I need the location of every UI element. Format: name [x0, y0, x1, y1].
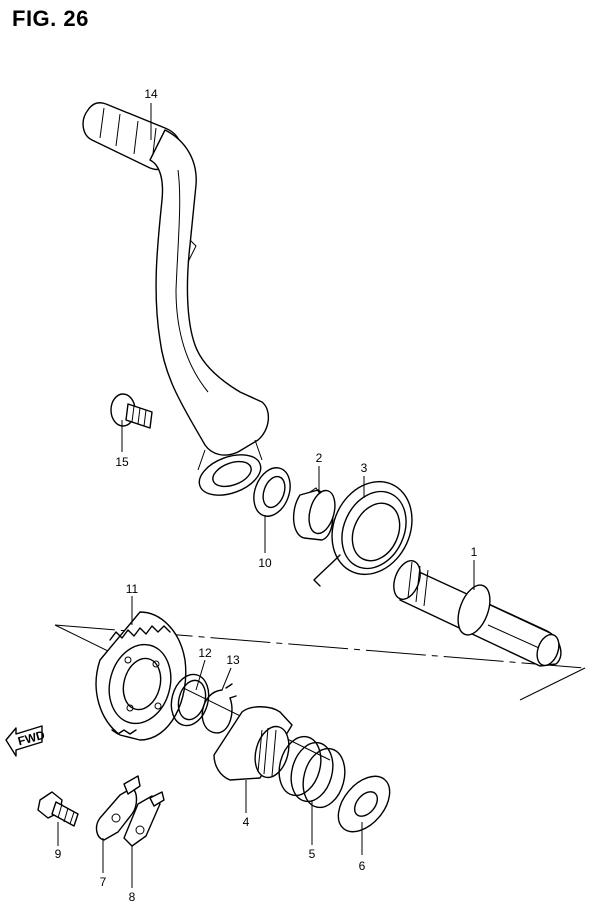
return-spring	[313, 480, 413, 587]
callout-8: 8	[129, 890, 136, 904]
leader-lines	[57, 103, 475, 888]
callout-4: 4	[243, 815, 250, 829]
kick-starter-lever	[82, 102, 269, 496]
forward-direction-indicator: FWD	[5, 725, 47, 757]
callout-13: 13	[226, 653, 240, 667]
callout-3: 3	[361, 461, 368, 475]
kick-driven-boss	[213, 706, 293, 781]
part-callouts: 14 15 2 3 1 10 11 12 13 4 5 6 9 7 8	[55, 87, 478, 904]
kick-gear	[95, 611, 187, 741]
callout-9: 9	[55, 847, 62, 861]
drive-spring	[278, 735, 346, 809]
lever-bolt	[110, 393, 153, 429]
thrust-washer	[337, 775, 391, 833]
callout-14: 14	[144, 87, 158, 101]
callout-7: 7	[100, 875, 107, 889]
guide-plate	[95, 775, 141, 841]
callout-10: 10	[258, 556, 272, 570]
circlip	[201, 683, 237, 734]
bearing-ring	[253, 467, 291, 517]
callout-6: 6	[359, 859, 366, 873]
spring-guide	[293, 487, 336, 541]
figure-title: FIG. 26	[12, 6, 89, 31]
callout-2: 2	[316, 451, 323, 465]
guide-bolt	[37, 791, 79, 827]
kick-starter-shaft	[393, 560, 562, 667]
callout-11: 11	[126, 582, 139, 596]
callout-12: 12	[198, 646, 212, 660]
stopper-plate	[123, 791, 165, 847]
fwd-label: FWD	[16, 728, 46, 749]
callout-5: 5	[309, 847, 316, 861]
callout-1: 1	[471, 545, 478, 559]
callout-15: 15	[115, 455, 129, 469]
